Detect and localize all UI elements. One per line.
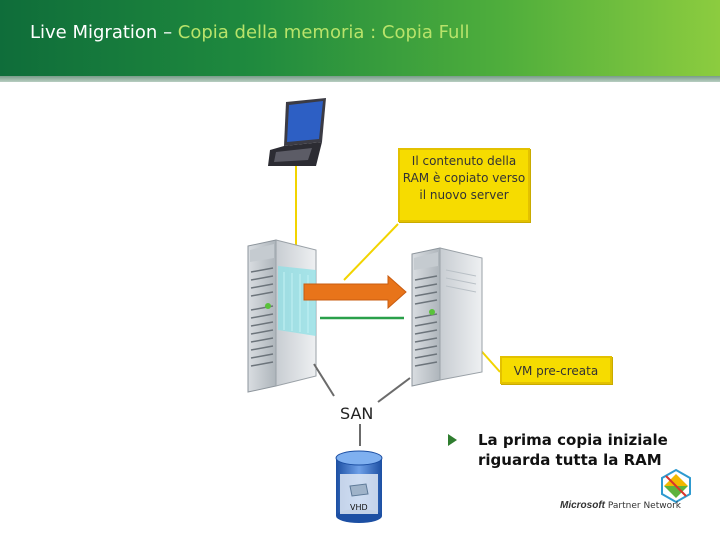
bullet-arrow-icon xyxy=(448,434,457,446)
ram-callout-connector xyxy=(343,223,399,281)
memory-transfer-arrow xyxy=(303,274,407,310)
laptop-icon xyxy=(268,98,326,166)
ram-copied-callout: Il contenuto della RAM è copiato verso i… xyxy=(398,148,530,222)
vm-precreated-callout: VM pre-creata xyxy=(500,356,612,384)
slide-header xyxy=(0,0,720,76)
bullet-text: La prima copia iniziale riguarda tutta l… xyxy=(478,431,668,469)
san-disk-icon: VHD xyxy=(335,450,383,523)
destination-server-icon xyxy=(411,247,483,387)
microsoft-wordmark: Microsoft xyxy=(560,500,605,511)
slide-title: Live Migration – Copia della memoria : C… xyxy=(30,22,469,43)
title-accent: Copia della memoria : Copia Full xyxy=(177,22,470,43)
san-link-destination xyxy=(377,377,411,403)
title-main: Live Migration – xyxy=(30,22,178,43)
partner-network-logo-icon xyxy=(661,468,691,504)
partner-network-branding: Microsoft Partner Network xyxy=(560,500,681,511)
san-label: SAN xyxy=(340,404,374,423)
header-divider xyxy=(0,76,720,82)
san-link-source xyxy=(313,363,335,397)
disk-label: VHD xyxy=(350,503,368,512)
source-server-icon xyxy=(247,239,317,393)
partner-network-text: Partner Network xyxy=(607,501,682,511)
